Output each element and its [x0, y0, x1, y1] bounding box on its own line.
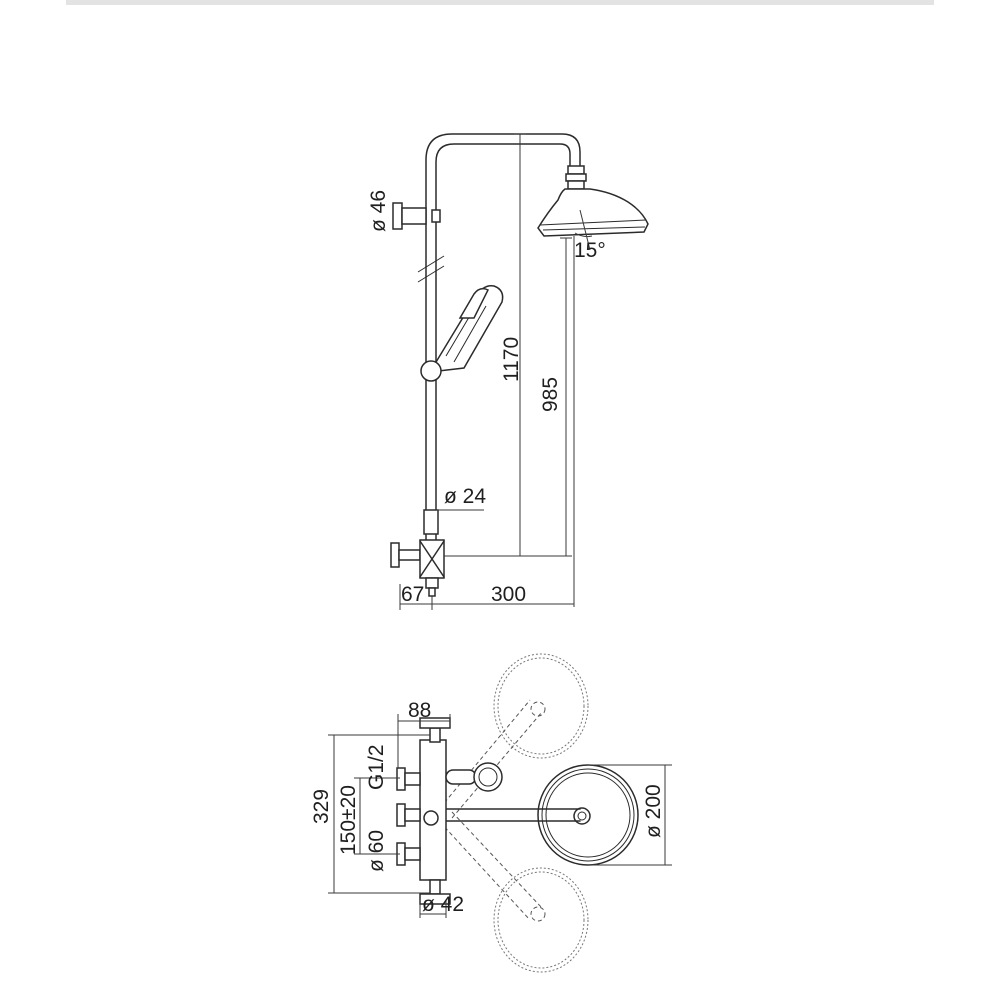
rain-head-rim [539, 219, 647, 231]
label-rain-angle: 15° [574, 239, 606, 262]
angle-line [574, 209, 593, 251]
riser-pipe-inner [435, 143, 571, 551]
plan-view: 88 G1/2 329 150±20 ø 60 ø 42 ø 200 [310, 653, 672, 973]
hand-shower-plan [445, 762, 503, 792]
label-rail-diameter: ø 24 [444, 485, 486, 508]
label-total-height: 1170 [500, 337, 523, 382]
elevation-view: ø 46 15° 1170 985 ø 24 67 300 [367, 133, 649, 610]
dim-985 [528, 237, 572, 557]
dim-1170 [444, 133, 528, 557]
dim-88 [397, 714, 451, 768]
ghost-head-top [439, 653, 589, 819]
valve-side [390, 539, 445, 597]
head-connector [565, 165, 587, 190]
dim-42 [419, 900, 447, 918]
valve-plan [396, 717, 451, 905]
top-divider [66, 0, 934, 5]
dim-150 [354, 777, 400, 855]
dim-200 [588, 764, 672, 866]
rain-head-plan [537, 764, 639, 866]
label-valve-offset: 67 [401, 583, 424, 606]
label-reach: 300 [491, 583, 526, 606]
label-valve-height: 329 [310, 789, 333, 824]
rail-break-mark [417, 255, 445, 283]
label-escutcheon-diameter: ø 60 [365, 830, 388, 872]
dim-329 [328, 734, 430, 894]
ghost-head-bottom [439, 811, 589, 973]
dim-bottom [399, 584, 574, 610]
label-head-diameter: ø 200 [642, 784, 665, 838]
hand-shower [420, 284, 504, 382]
shower-arm-plan [437, 808, 581, 822]
label-valve-width: 88 [408, 699, 431, 722]
label-arm-diameter: ø 46 [367, 190, 390, 232]
label-inlet-thread: G1/2 [365, 744, 388, 790]
label-body-diameter: ø 42 [422, 893, 464, 916]
wall-bracket [392, 202, 441, 230]
rail-collar [423, 509, 439, 535]
riser-pipe [425, 133, 581, 551]
label-inlet-centres: 150±20 [337, 785, 360, 855]
label-head-height: 985 [539, 377, 562, 412]
